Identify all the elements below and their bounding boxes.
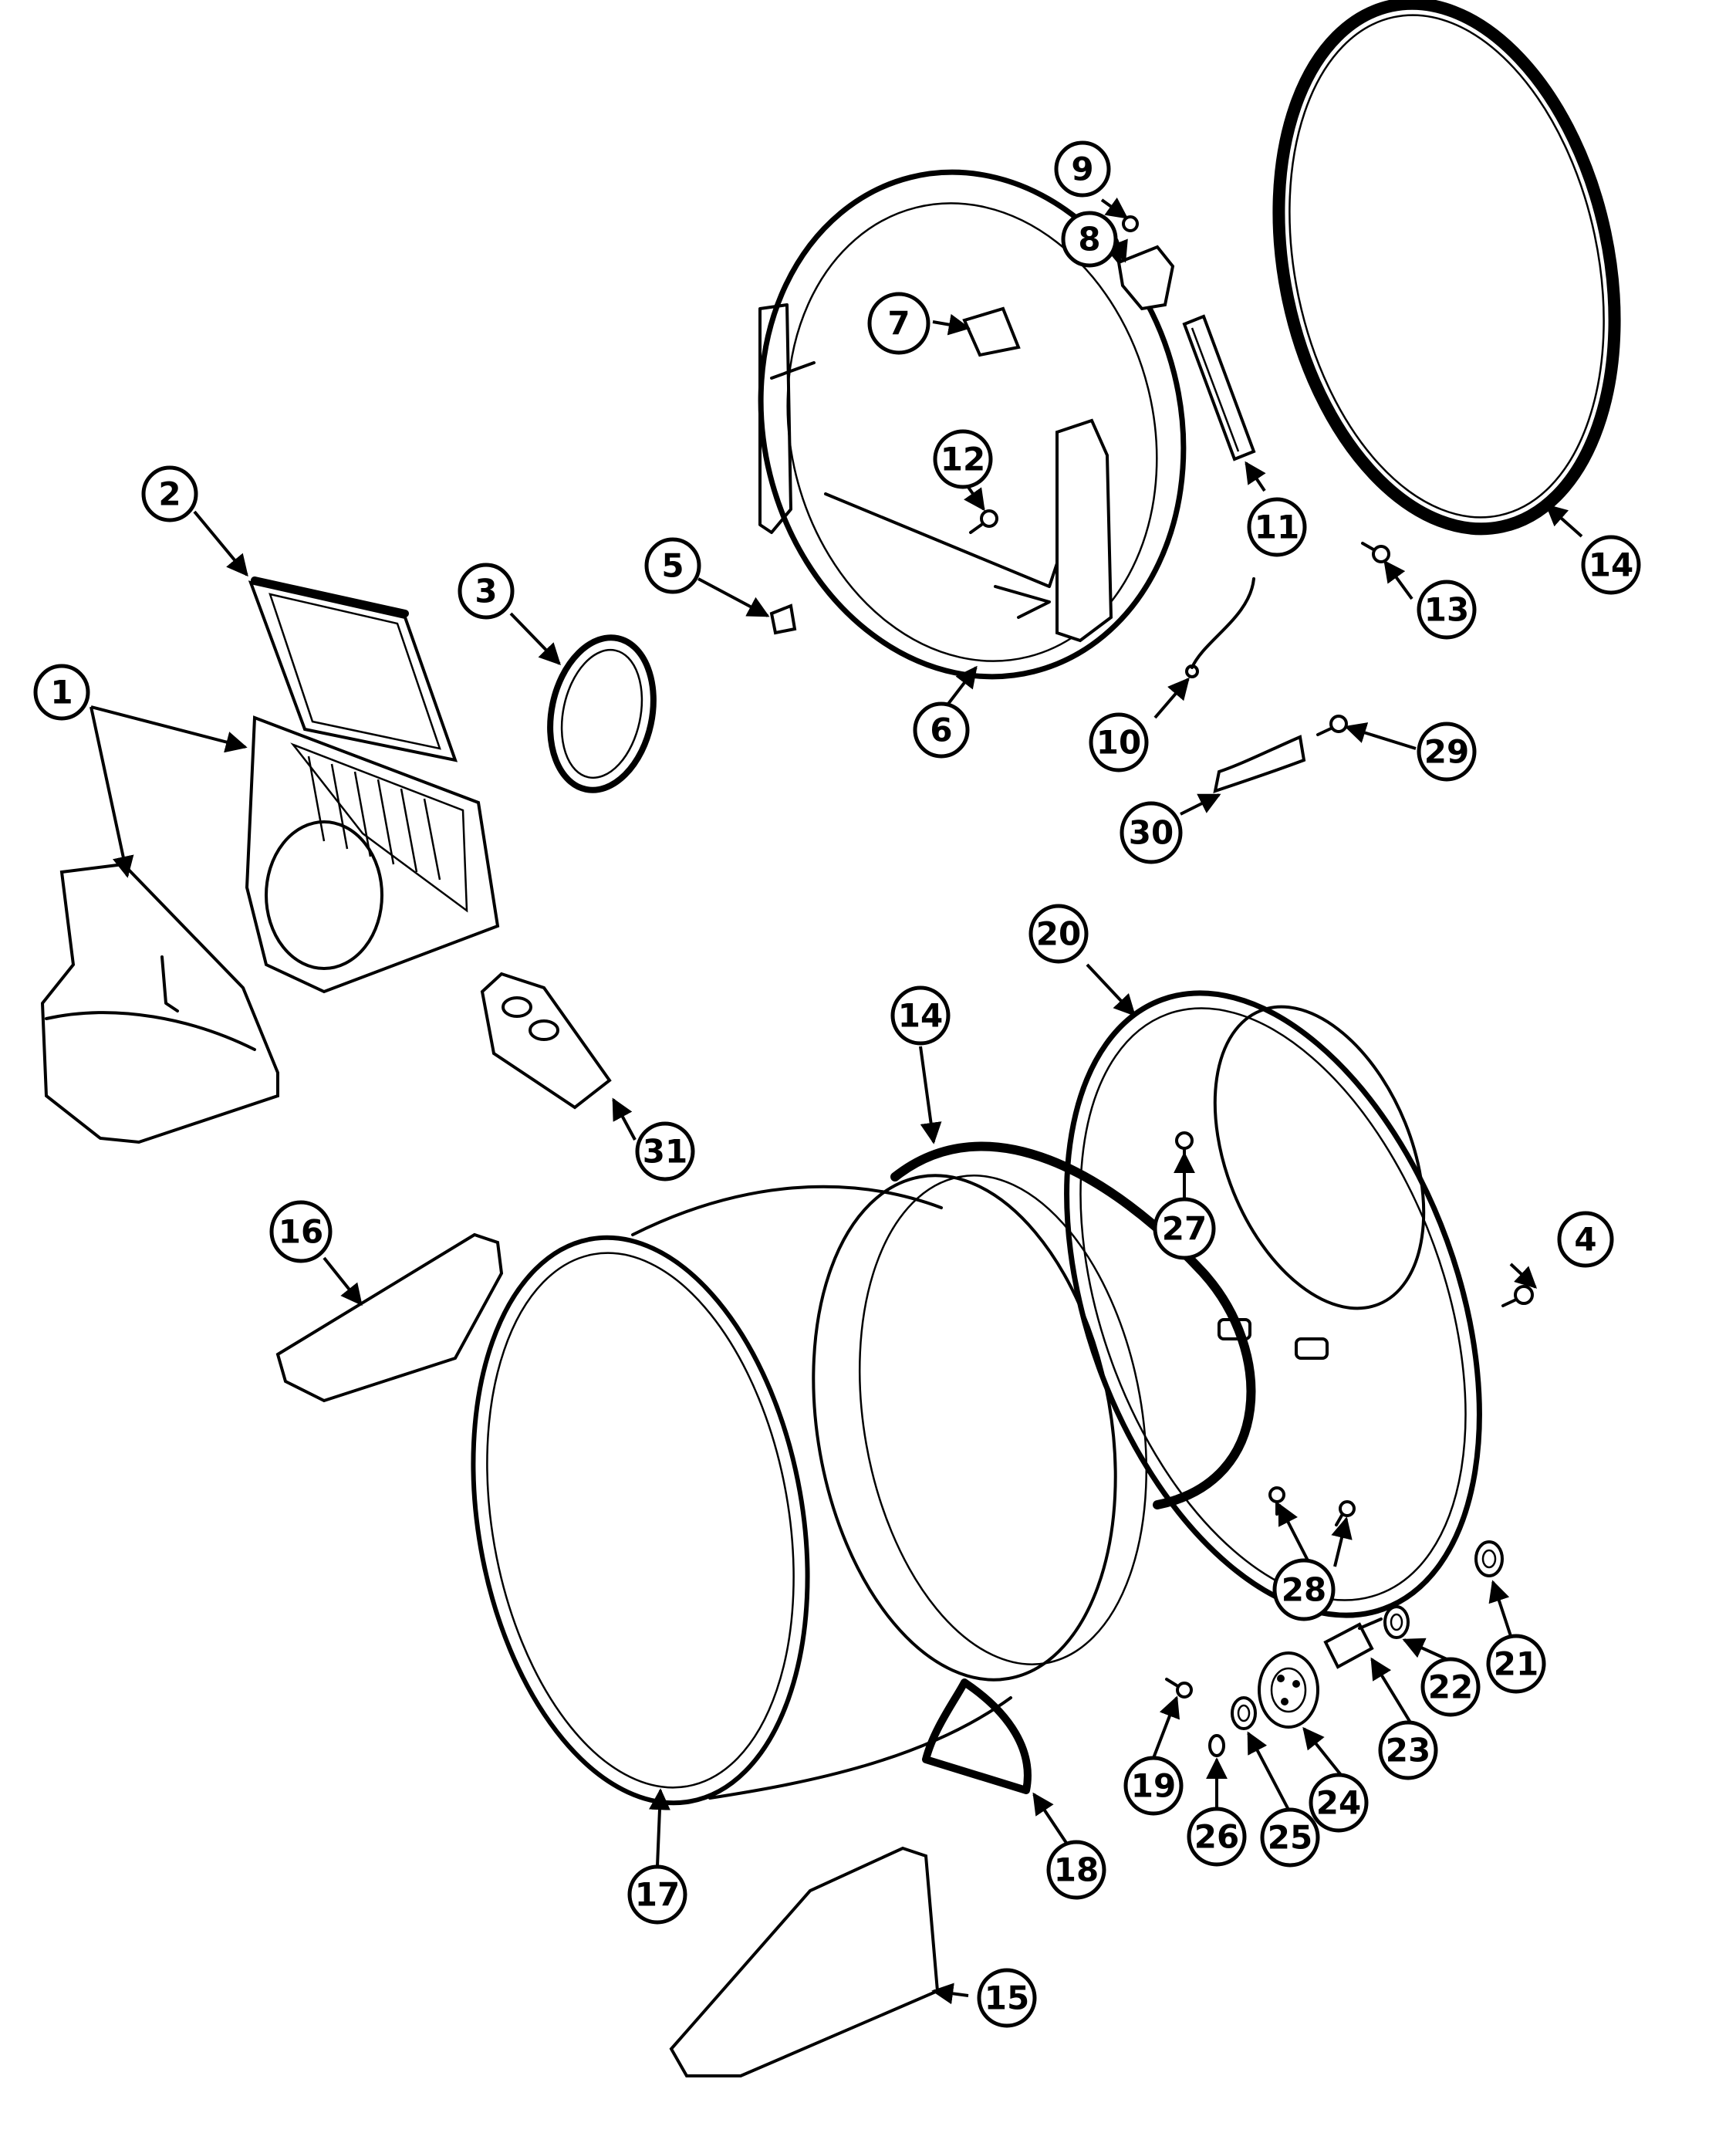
callout-label: 15: [985, 1979, 1029, 2017]
seal-3: [547, 634, 657, 793]
callout-label: 30: [1129, 814, 1174, 852]
callout-label: 22: [1428, 1668, 1473, 1706]
callout-1: 1: [33, 664, 90, 721]
screw-13: [1361, 542, 1390, 563]
callout-label: 9: [1071, 150, 1093, 188]
callout-20: 20: [1028, 904, 1089, 964]
callout-18: 18: [1046, 1840, 1106, 1900]
callout-12: 12: [933, 429, 993, 489]
rear-bulkhead: [1064, 990, 1482, 1618]
callout-5: 5: [644, 537, 701, 594]
drum-seal-ring-top: [1272, 0, 1621, 536]
callout-label: 5: [661, 547, 684, 585]
cover-15: [669, 1846, 940, 2077]
callout-label: 20: [1036, 915, 1081, 953]
washer-22: [1383, 1605, 1410, 1639]
callout-11: 11: [1247, 497, 1307, 557]
nut-9: [1122, 215, 1139, 232]
callout-28: 28: [1272, 1558, 1336, 1621]
support-16: [275, 1232, 504, 1403]
callout-label: 12: [941, 441, 985, 478]
callout-label: 14: [898, 997, 943, 1035]
callout-13: 13: [1417, 580, 1477, 640]
callout-4: 4: [1557, 1211, 1614, 1268]
callout-31: 31: [635, 1121, 695, 1181]
callout-17: 17: [627, 1864, 687, 1925]
screw-19: [1165, 1678, 1193, 1699]
drum: [471, 1174, 1148, 1806]
lint-duct-front: [40, 862, 279, 1144]
callout-25: 25: [1260, 1807, 1320, 1868]
callout-2: 2: [141, 465, 198, 522]
drive-belt: [922, 1678, 1032, 1794]
callout-label: 8: [1078, 221, 1100, 259]
callout-16: 16: [269, 1200, 333, 1263]
callout-label: 11: [1255, 509, 1299, 546]
callout-9: 9: [1054, 140, 1111, 198]
callout-3: 3: [458, 563, 515, 620]
callout-label: 24: [1316, 1784, 1361, 1822]
lint-duct-rear: [245, 715, 500, 994]
callout-19: 19: [1123, 1756, 1184, 1816]
callout-15: 15: [977, 1968, 1037, 2028]
screw-29: [1316, 715, 1348, 736]
light-lens: [1182, 314, 1256, 461]
drum-seal-ring-bottom: [890, 1141, 1256, 1509]
lint-filter: [248, 576, 458, 762]
callout-label: 16: [279, 1213, 323, 1251]
screw-4: [1501, 1285, 1534, 1307]
callout-21: 21: [1486, 1634, 1546, 1694]
callout-label: 13: [1424, 591, 1469, 629]
screw-12: [969, 509, 998, 534]
callout-27: 27: [1153, 1197, 1216, 1260]
clip-26: [1208, 1734, 1225, 1757]
callout-29: 29: [1417, 722, 1477, 782]
callout-10: 10: [1089, 712, 1149, 772]
clip-5: [769, 603, 797, 635]
callout-6: 6: [913, 701, 970, 759]
callout-label: 26: [1194, 1818, 1239, 1856]
roller-24: [1258, 1651, 1319, 1729]
callout-label: 23: [1386, 1732, 1430, 1770]
callout-label: 18: [1054, 1851, 1099, 1889]
bracket-30: [1213, 735, 1306, 793]
bracket-31: [480, 972, 612, 1110]
screws-28: [1268, 1486, 1356, 1526]
callout-8: 8: [1061, 211, 1118, 268]
callout-label: 6: [930, 712, 952, 749]
callout-7: 7: [867, 292, 930, 355]
lint-guide: [962, 306, 1021, 357]
callout-14-bottom: 14: [890, 985, 951, 1046]
callout-label: 21: [1494, 1645, 1538, 1683]
callout-22: 22: [1420, 1657, 1481, 1717]
callout-label: 3: [475, 573, 497, 610]
callout-24: 24: [1309, 1773, 1369, 1833]
callout-label: 4: [1574, 1221, 1596, 1259]
callout-14-top: 14: [1581, 535, 1641, 595]
callout-label: 1: [50, 674, 73, 712]
door-switch: [1116, 245, 1175, 311]
wire-harness: [1185, 577, 1255, 678]
callout-label: 29: [1424, 733, 1469, 771]
callout-30: 30: [1120, 801, 1183, 864]
front-bulkhead: [758, 169, 1187, 680]
callout-label: 28: [1282, 1571, 1326, 1609]
callout-label: 17: [635, 1876, 680, 1914]
callout-label: 2: [158, 475, 181, 513]
callout-label: 31: [643, 1133, 687, 1171]
shaft-23: [1323, 1617, 1383, 1669]
callout-label: 10: [1096, 724, 1141, 762]
washer-25: [1231, 1696, 1257, 1730]
callout-label: 25: [1268, 1819, 1312, 1857]
leader-lines: [90, 197, 1583, 2005]
callout-label: 14: [1589, 546, 1633, 584]
callout-23: 23: [1378, 1720, 1438, 1780]
callout-label: 19: [1131, 1767, 1176, 1805]
callout-26: 26: [1187, 1807, 1247, 1867]
callout-label: 7: [887, 305, 910, 343]
washer-21: [1474, 1540, 1504, 1577]
callout-label: 27: [1162, 1210, 1207, 1248]
